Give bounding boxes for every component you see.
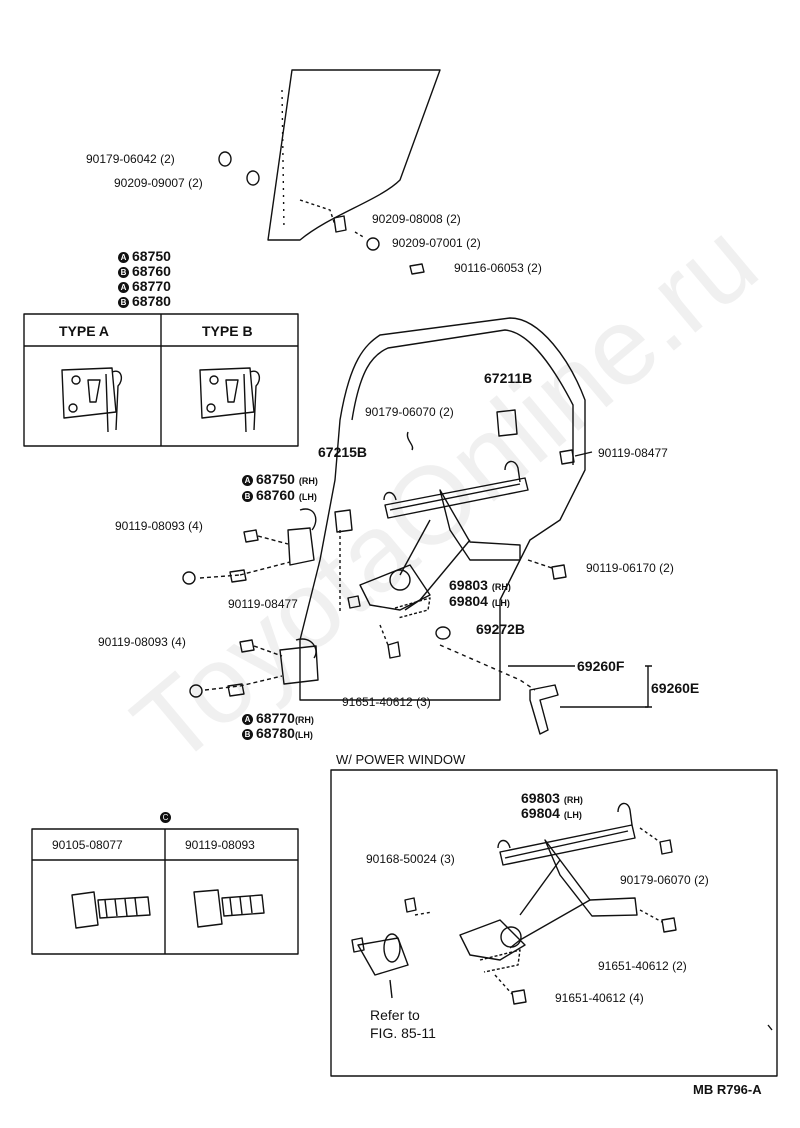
label-69803-rh: 69803 (RH) xyxy=(449,577,511,593)
nut-upper xyxy=(182,571,196,585)
circle-b-icon: B xyxy=(242,490,253,502)
power-window-box xyxy=(330,769,778,1077)
bolt-90116-06053 xyxy=(409,263,425,275)
label-69260f: 69260F xyxy=(577,658,625,674)
window-regulator-manual xyxy=(384,477,529,519)
door-frame xyxy=(299,317,586,701)
type-b-header: TYPE B xyxy=(202,323,253,339)
refer-line-1: Refer to xyxy=(370,1007,420,1023)
door-glass xyxy=(267,69,441,241)
label-90119-06170: 90119-06170 (2) xyxy=(586,561,674,575)
guide-67215b xyxy=(334,509,353,533)
label-90116-06053: 90116-06053 (2) xyxy=(454,261,542,275)
hinge-type-a xyxy=(61,367,117,419)
spacer-90209-09007 xyxy=(246,170,260,186)
washer-90209-08008 xyxy=(333,215,347,233)
label-90179-06070: 90179-06070 (2) xyxy=(365,405,454,419)
power-regulator xyxy=(499,824,636,866)
label-69272b: 69272B xyxy=(476,621,526,637)
label-91651-40612: 91651-40612 (3) xyxy=(342,695,431,709)
label-90168-50024: 90168-50024 (3) xyxy=(366,852,455,866)
bolt-90119-08093 xyxy=(193,889,265,928)
bolt-90119-08477-r xyxy=(559,449,575,465)
type-a-header: TYPE A xyxy=(59,323,110,339)
label-67215b: 67215B xyxy=(318,444,368,460)
label-pw-69804-lh: 69804 (LH) xyxy=(521,805,582,821)
circle-c-icon: C xyxy=(160,812,171,824)
circle-b-icon: B xyxy=(118,296,129,308)
label-90119-08093-upper: 90119-08093 (4) xyxy=(115,519,203,533)
label-90119-08477-right: 90119-08477 xyxy=(598,446,668,460)
circle-a-icon: A xyxy=(118,281,129,293)
label-90119-08477-left: 90119-08477 xyxy=(228,597,298,611)
refer-line-2: FIG. 85-11 xyxy=(370,1025,436,1041)
label-90119-08093-lower: 90119-08093 (4) xyxy=(98,635,186,649)
bolt-91651-40612 xyxy=(387,641,401,659)
power-motor xyxy=(357,937,409,976)
hinge-upper xyxy=(287,527,315,566)
power-window-title: W/ POWER WINDOW xyxy=(336,752,466,767)
label-90179-06042: 90179-06042 (2) xyxy=(86,152,175,166)
circle-b-icon: B xyxy=(242,728,253,740)
hinge-type-b xyxy=(199,367,255,419)
circle-b-icon: B xyxy=(118,266,129,278)
circle-a-icon: A xyxy=(242,474,253,486)
circle-a-icon: A xyxy=(118,251,129,263)
diagram-code: MB R796-A xyxy=(693,1082,762,1097)
label-pw-69803-rh: 69803 (RH) xyxy=(521,790,583,806)
guide-67211b xyxy=(496,409,518,437)
label-pw-91651-40612-b: 91651-40612 (4) xyxy=(555,991,644,1005)
bolt-table-col2: 90119-08093 xyxy=(185,838,255,852)
label-69804-lh: 69804 (LH) xyxy=(449,593,510,609)
bolt-table-col1: 90105-08077 xyxy=(52,838,123,852)
label-pw-91651-40612-a: 91651-40612 (2) xyxy=(598,959,687,973)
label-69260e: 69260E xyxy=(651,680,700,696)
nut-lower xyxy=(189,684,203,698)
bolt-90105-08077 xyxy=(71,891,151,929)
label-90209-08008: 90209-08008 (2) xyxy=(372,212,461,226)
label-90209-09007: 90209-09007 (2) xyxy=(114,176,203,190)
clip-90179-06042 xyxy=(218,151,232,167)
washer-90209-07001 xyxy=(366,237,380,251)
hinge-lower xyxy=(279,645,319,685)
bolt-90119-06170 xyxy=(551,564,567,580)
bolt-table-marker: C xyxy=(160,811,174,824)
circle-a-icon: A xyxy=(242,713,253,725)
window-handle xyxy=(529,684,559,735)
label-67211b: 67211B xyxy=(484,370,533,386)
cushion-69272b xyxy=(435,626,451,640)
label-pw-90179-06070: 90179-06070 (2) xyxy=(620,873,709,887)
label-90209-07001: 90209-07001 (2) xyxy=(392,236,481,250)
